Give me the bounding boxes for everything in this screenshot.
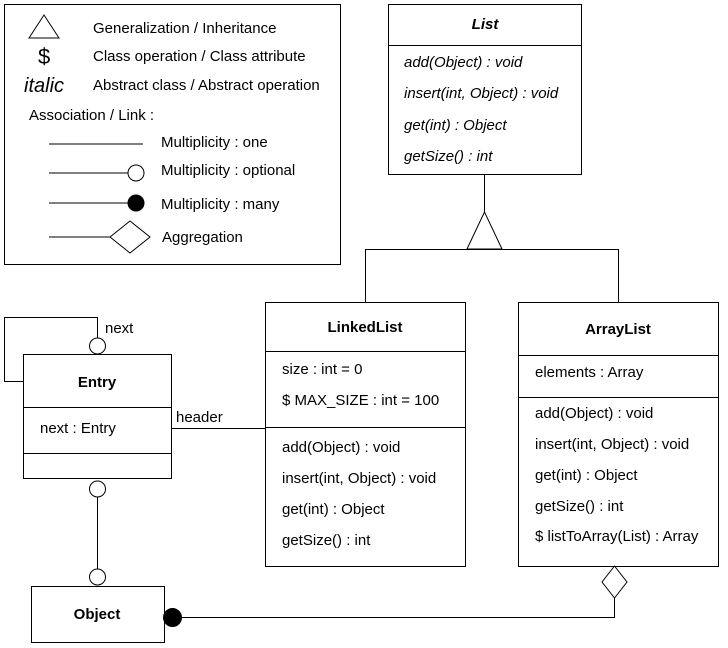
entry-bottom-optional-circle-icon (89, 480, 106, 498)
arraylist-operation: insert(int, Object) : void (535, 436, 689, 453)
inheritance-branch (365, 249, 619, 302)
list-operation: insert(int, Object) : void (404, 85, 559, 102)
entry-self-association: next (4, 317, 134, 382)
arraylist-class-name: ArrayList (585, 321, 651, 338)
class-linkedlist: LinkedList size : int = 0 $ MAX_SIZE : i… (265, 302, 466, 567)
arraylist-operation: get(int) : Object (535, 467, 638, 484)
linkedlist-operation: insert(int, Object) : void (282, 470, 436, 487)
entry-attribute: next : Entry (40, 420, 116, 437)
legend-mult-optional-label: Multiplicity : optional (161, 162, 295, 179)
list-class-name: List (472, 16, 500, 33)
arraylist-aggregation-diamond-icon (601, 565, 628, 599)
legend-abstract-label: Abstract class / Abstract operation (93, 77, 320, 94)
entry-object-association (89, 480, 106, 586)
class-entry: Entry next : Entry (23, 354, 172, 479)
linkedlist-attribute: size : int = 0 (282, 361, 362, 378)
multiplicity-many-dot-icon (127, 194, 145, 212)
object-class-name: Object (74, 606, 121, 623)
entry-class-name: Entry (78, 374, 117, 391)
list-operation: getSize() : int (404, 148, 493, 165)
legend: Generalization / Inheritance $ Class ope… (4, 4, 341, 265)
legend-generalization-label: Generalization / Inheritance (93, 20, 276, 37)
italic-word-icon: italic (24, 75, 64, 97)
arraylist-operation: $ listToArray(List) : Array (535, 528, 699, 545)
class-object: Object (31, 586, 165, 643)
legend-aggregation-label: Aggregation (162, 229, 243, 246)
inheritance-triangle-icon (466, 210, 503, 250)
next-role-label: next (105, 320, 134, 337)
list-operation: get(int) : Object (404, 117, 507, 134)
generalization-triangle-icon (28, 14, 60, 39)
object-top-optional-circle-icon (89, 568, 106, 586)
self-association-line (4, 317, 98, 382)
linkedlist-attribute: $ MAX_SIZE : int = 100 (282, 392, 439, 409)
list-operation: add(Object) : void (404, 54, 523, 71)
multiplicity-optional-circle-icon (127, 164, 145, 182)
linkedlist-class-name: LinkedList (327, 319, 402, 336)
object-many-dot-icon (163, 608, 182, 627)
class-list: List add(Object) : void insert(int, Obje… (388, 4, 582, 175)
inheritance-connector (365, 174, 619, 302)
legend-association-label: Association / Link : (29, 107, 154, 124)
aggregation-line (180, 598, 615, 618)
legend-class-operation-label: Class operation / Class attribute (93, 48, 306, 65)
list-box (388, 4, 582, 175)
linkedlist-box (265, 302, 466, 567)
class-arraylist: ArrayList elements : Array add(Object) :… (518, 302, 719, 567)
dollar-symbol-icon: $ (38, 44, 50, 69)
legend-box (4, 4, 341, 265)
legend-mult-one-label: Multiplicity : one (161, 134, 268, 151)
entry-box (23, 354, 172, 479)
legend-mult-many-label: Multiplicity : many (161, 196, 280, 213)
arraylist-attribute: elements : Array (535, 364, 644, 381)
linkedlist-operation: get(int) : Object (282, 501, 385, 518)
header-role-label: header (176, 409, 223, 426)
arraylist-box (518, 302, 719, 567)
aggregation-association (163, 565, 628, 627)
linkedlist-operation: getSize() : int (282, 532, 371, 549)
header-association: header (171, 409, 266, 429)
aggregation-diamond-icon (109, 220, 151, 254)
arraylist-operation: add(Object) : void (535, 405, 653, 422)
linkedlist-operation: add(Object) : void (282, 439, 400, 456)
arraylist-operation: getSize() : int (535, 498, 624, 515)
next-optional-circle-icon (89, 337, 106, 355)
